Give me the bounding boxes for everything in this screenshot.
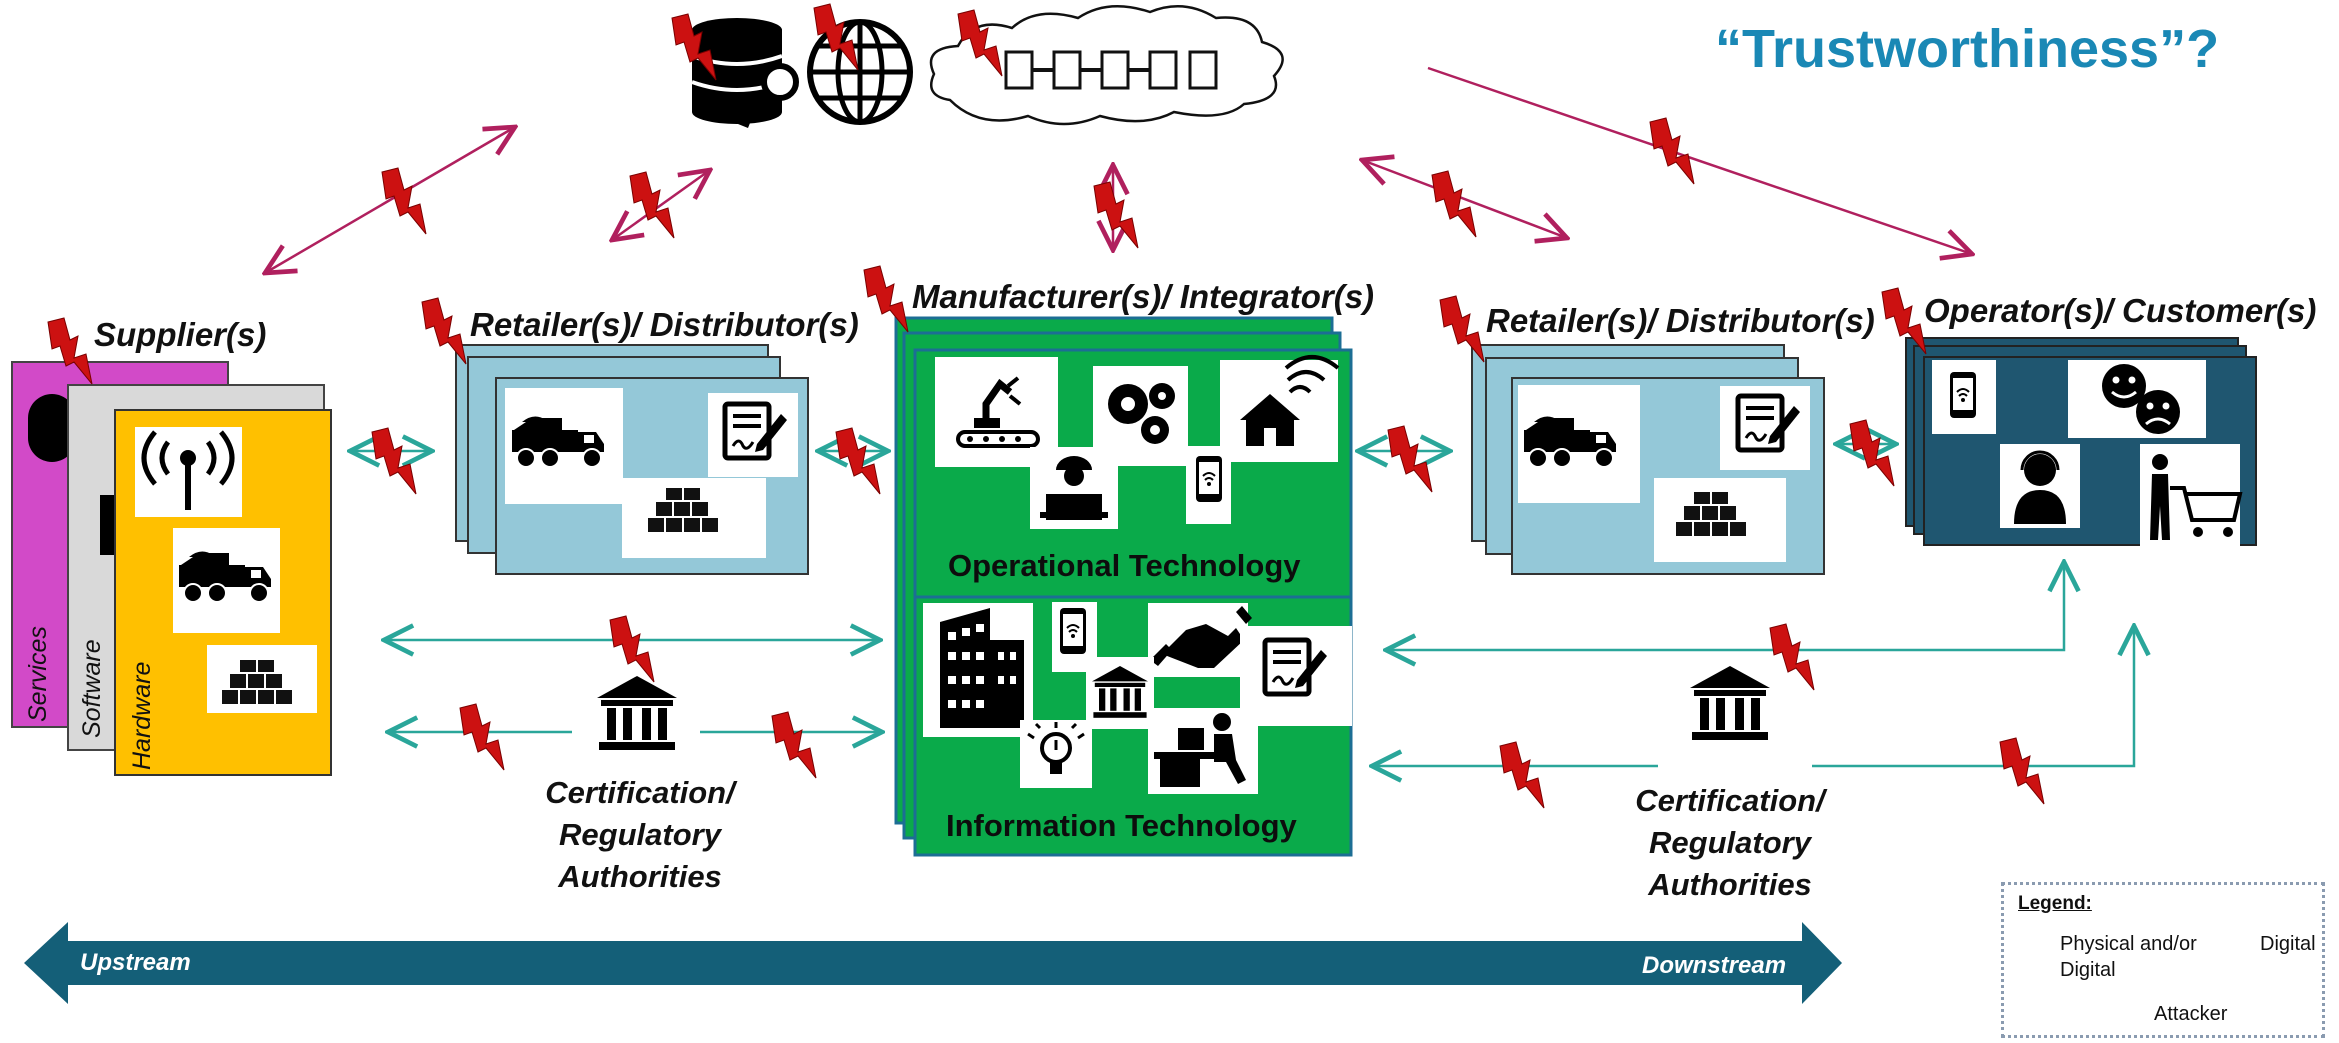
downstream-label: Downstream [1642, 952, 1787, 979]
legend-physical-digital: Physical and/or Digital [2060, 933, 2197, 981]
attacker-icon [1999, 737, 2045, 805]
shopping-cart-icon [2140, 444, 2243, 546]
building-icon [923, 603, 1033, 737]
smartphone-wifi-icon [1186, 446, 1231, 524]
supplier-layer-hardware: Hardware [128, 661, 156, 770]
blockchain-cloud-icon [929, 5, 1284, 126]
attacker-icon [1439, 295, 1485, 363]
smart-home-icon [1220, 355, 1340, 462]
headset-agent-icon [2000, 444, 2080, 528]
document-sign-icon [1240, 626, 1352, 726]
attacker-icon [835, 427, 881, 495]
supply-chain-flow-arrow [24, 922, 1842, 1004]
page-title: “Trustworthiness”? [1715, 19, 2220, 79]
attacker-icon [609, 615, 655, 683]
attacker-icon [459, 703, 505, 771]
retailer-left-label: Retailer(s)/ Distributor(s) [470, 306, 859, 343]
engineer-icon [1030, 447, 1118, 529]
attacker-icon [1849, 419, 1895, 487]
authorities-left-label: Certification/ Regulatory Authorities [545, 775, 735, 894]
supplier-layer-software: Software [78, 639, 106, 738]
legend-attacker: Attacker [2154, 1003, 2228, 1025]
government-building-icon [1086, 657, 1154, 729]
authorities-right-label: Certification/ Regulatory Authorities [1635, 783, 1825, 902]
attacker-icon [421, 297, 467, 365]
legend-digital: Digital [2260, 933, 2316, 955]
retailer-left-stack [455, 344, 809, 575]
attacker-icon [1431, 170, 1477, 238]
attacker-icon [1769, 623, 1815, 691]
smiley-icon [2068, 360, 2206, 438]
upstream-label: Upstream [80, 949, 191, 976]
supplier-stack [11, 361, 332, 776]
globe-icon [807, 19, 913, 125]
attacker-icon [1387, 425, 1433, 493]
information-technology-label: Information Technology [946, 808, 1297, 843]
legend-title: Legend: [2018, 893, 2092, 914]
manufacturer-stack [894, 316, 1353, 857]
attacker-icon [771, 711, 817, 779]
attacker-icon [1649, 117, 1695, 185]
legend: Legend: Physical and/or Digital Digital … [2001, 882, 2325, 1038]
boxes-icon [207, 645, 317, 713]
operational-technology-label: Operational Technology [948, 548, 1301, 583]
handshake-icon [1148, 603, 1252, 677]
government-building-icon [597, 676, 677, 750]
lightbulb-icon [1020, 720, 1092, 788]
smartphone-wifi-icon [1932, 360, 1996, 434]
attacker-icon [629, 171, 675, 239]
attacker-icon [371, 427, 417, 495]
truck-icon [173, 528, 280, 633]
supplier-layer-services: Services [24, 626, 52, 722]
office-worker-icon [1148, 708, 1258, 794]
government-building-icon [1690, 666, 1770, 740]
database-key-icon [691, 18, 799, 128]
supplier-label: Supplier(s) [94, 316, 267, 353]
retailer-right-stack [1471, 344, 1825, 575]
operator-label: Operator(s)/ Customer(s) [1924, 292, 2317, 329]
attacker-icon [1881, 287, 1927, 355]
manufacturer-label: Manufacturer(s)/ Integrator(s) [912, 278, 1375, 315]
operator-stack [1905, 337, 2257, 546]
antenna-icon [135, 427, 242, 517]
attacker-icon [1499, 741, 1545, 809]
attacker-icon [863, 265, 909, 333]
attacker-icon [1093, 181, 1139, 249]
gears-icon [1093, 366, 1188, 466]
retailer-right-label: Retailer(s)/ Distributor(s) [1486, 302, 1875, 339]
